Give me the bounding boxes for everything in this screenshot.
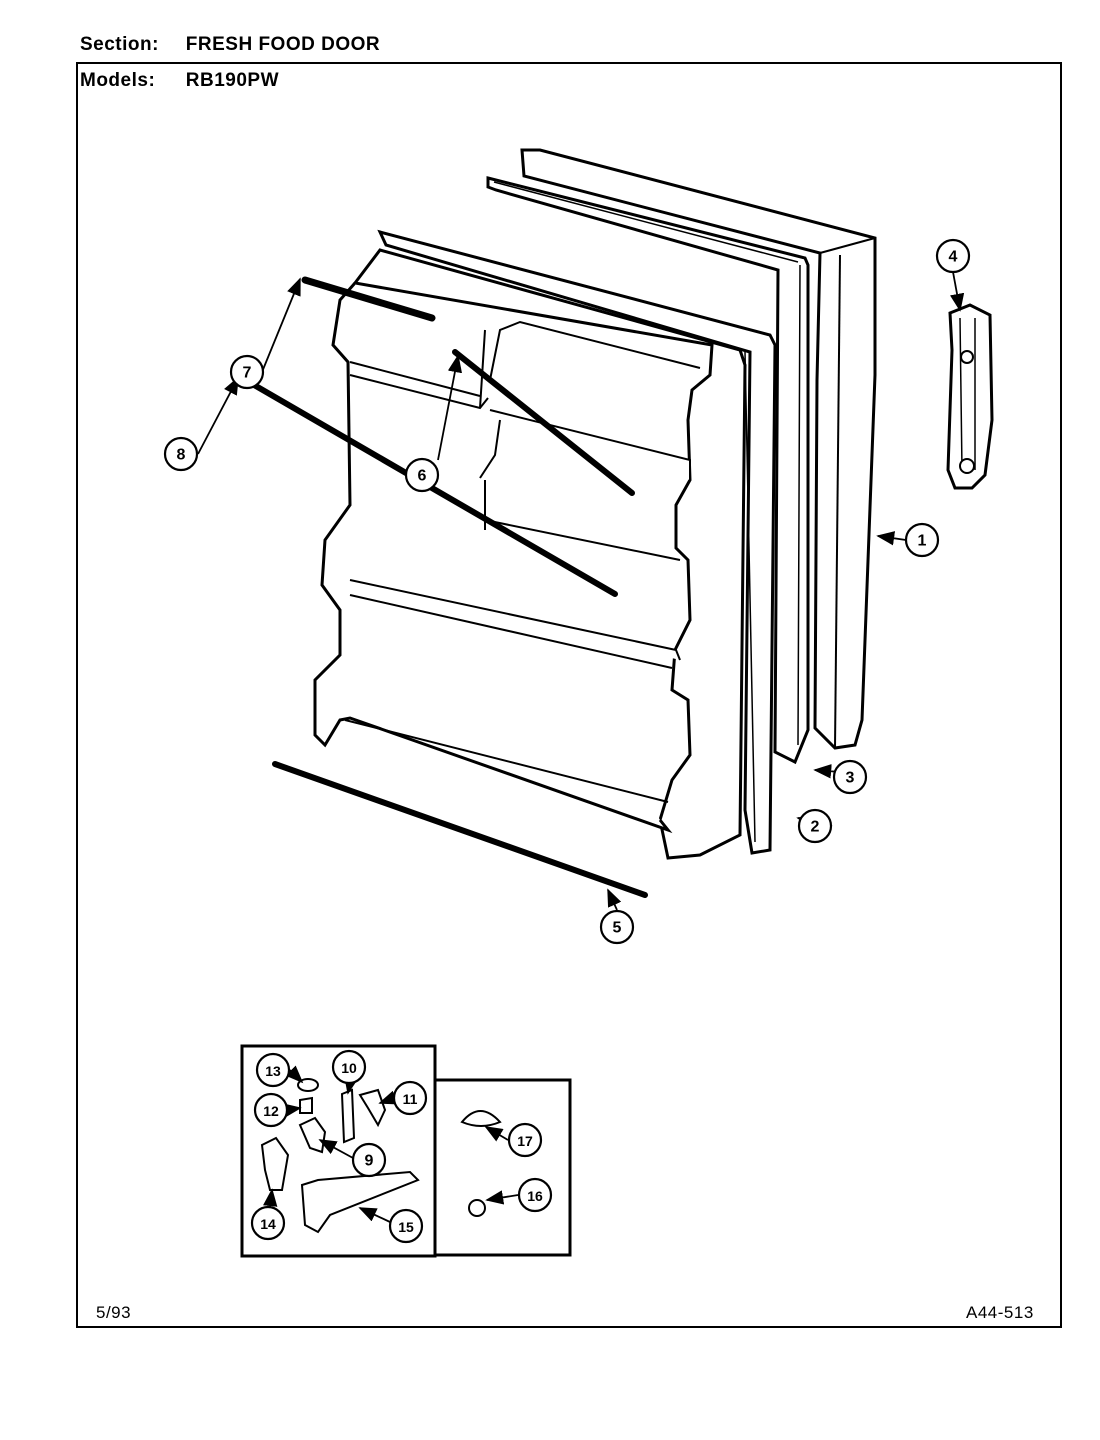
part-11-bracket [358,1088,387,1128]
footer-page-code: A44-513 [966,1303,1034,1322]
callout-16-circle [517,1177,553,1213]
models-header: Models: RB190PW [80,70,279,92]
part-16-screw [468,1199,486,1217]
callout-1: 1 [918,533,927,550]
callout-3-circle [832,759,868,795]
callout-10: 10 [341,1060,357,1076]
rod-5 [272,761,648,898]
part-14-cover [260,1136,290,1191]
diagram-frame [76,62,1062,1328]
section-value: FRESH FOOD DOOR [185,34,381,55]
part-15-hinge [300,1170,420,1234]
callout-5-circle [599,909,635,945]
callout-6-circle [404,457,440,493]
callout-12: 12 [263,1103,279,1119]
callout-2-circle [797,808,833,844]
door-outer-panel [520,148,877,750]
callout-12-circle [253,1092,289,1128]
door-liner [377,229,777,855]
accessory-parts-inset [433,1078,572,1257]
section-header: Section: FRESH FOOD DOOR [80,34,380,56]
rod-7 [301,276,436,322]
callout-14-circle [250,1205,286,1241]
callout-4-circle [935,238,971,274]
rod-6 [452,349,635,496]
callout-9: 9 [365,1153,374,1170]
door-liner-body [313,248,747,860]
callout-14: 14 [260,1216,276,1232]
callout-1-circle [904,522,940,558]
door-handle [946,303,994,490]
callout-7-circle [229,354,265,390]
callout-4: 4 [949,249,958,266]
part-17-cap [460,1110,502,1127]
callout-3: 3 [846,770,855,787]
callout-7: 7 [243,365,252,382]
part-12-bushing [299,1096,313,1114]
callout-13-circle [255,1052,291,1088]
part-10-shim [340,1088,356,1144]
callout-17-circle [507,1122,543,1158]
callout-11-circle [392,1080,428,1116]
callout-2: 2 [811,819,820,836]
callout-10-circle [331,1049,367,1085]
section-label: Section: [80,34,159,55]
hinge-parts-inset [240,1044,437,1258]
models-label: Models: [80,70,156,91]
callout-11: 11 [403,1091,418,1107]
door-gasket [486,176,810,765]
callout-17: 17 [517,1133,533,1149]
callout-15: 15 [398,1219,414,1235]
callout-16: 16 [527,1188,543,1204]
callout-15-circle [388,1208,424,1244]
callout-8: 8 [177,447,186,464]
part-9-pin [298,1116,327,1154]
models-value: RB190PW [185,70,280,91]
footer-date: 5/93 [96,1303,132,1322]
callout-8-circle [163,436,199,472]
callout-9-circle [351,1142,387,1178]
callout-6: 6 [418,468,427,485]
callout-13: 13 [265,1063,281,1079]
callout-5: 5 [613,920,622,937]
